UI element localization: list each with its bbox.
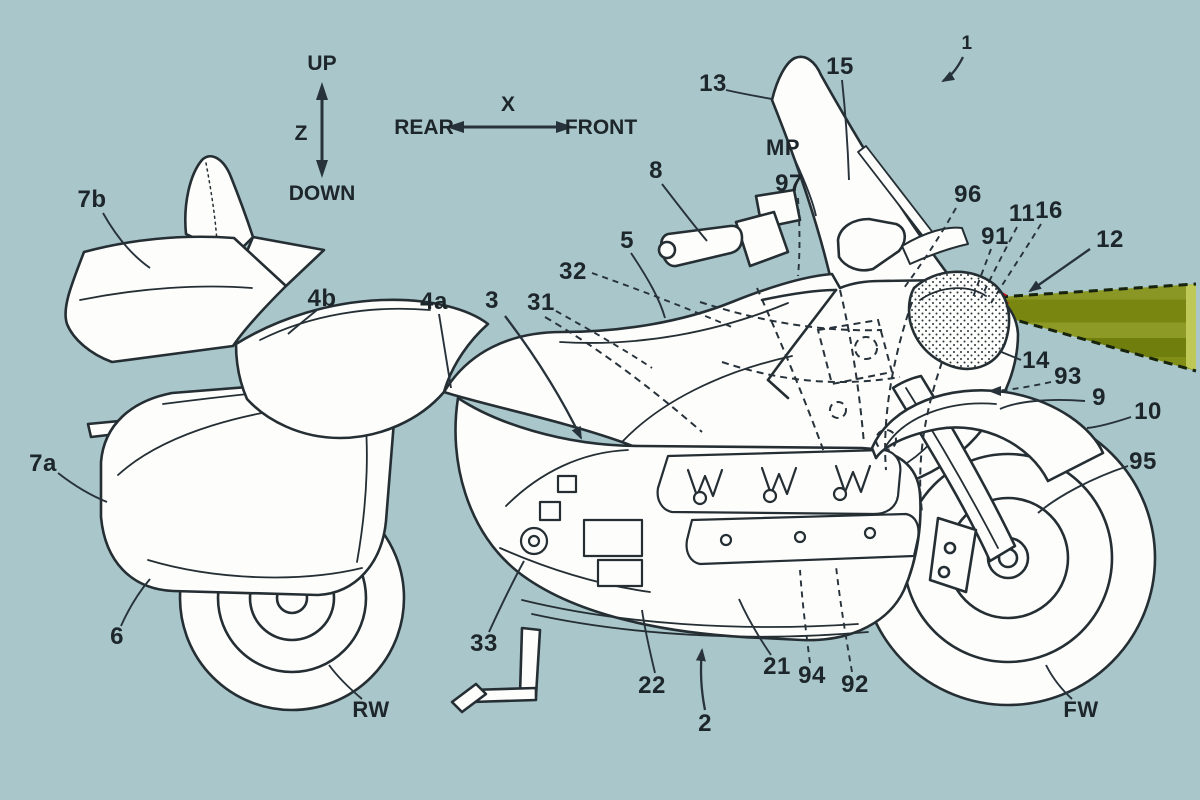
ref-label-4b: 4b xyxy=(307,285,337,312)
leader-lines xyxy=(57,56,1132,711)
ref-label-12: 12 xyxy=(1096,226,1124,253)
axis-label-up: UP xyxy=(307,52,336,75)
ref-label-11: 11 xyxy=(1008,200,1036,227)
ref-label-rw: RW xyxy=(352,697,390,722)
ref-label-97: 97 xyxy=(775,170,803,197)
beam-edge-highlight xyxy=(1186,284,1196,371)
ref-label-4a: 4a xyxy=(420,288,448,315)
ref-label-9: 9 xyxy=(1092,384,1106,411)
kickstand xyxy=(450,626,542,714)
ref-label-21: 21 xyxy=(763,653,791,680)
leader-lines-dashed xyxy=(555,197,1052,673)
ref-label-91: 91 xyxy=(981,223,1009,250)
ref-label-10: 10 xyxy=(1134,398,1162,425)
ref-label-14: 14 xyxy=(1022,347,1050,374)
headlight xyxy=(907,270,1011,371)
mirror xyxy=(836,217,906,272)
axis-label-z: Z xyxy=(295,122,308,145)
ref-label-3: 3 xyxy=(485,287,499,314)
ref-label-92: 92 xyxy=(841,671,869,698)
ref-label-fw: FW xyxy=(1063,697,1099,722)
engine xyxy=(519,448,920,588)
x-axis-arrow xyxy=(446,121,574,133)
ref-label-16: 16 xyxy=(1035,197,1063,224)
rear-trunk xyxy=(64,155,326,439)
ref-label-96: 96 xyxy=(954,181,982,208)
windshield xyxy=(770,55,969,297)
ref-label-95: 95 xyxy=(1129,448,1157,475)
ref-label-32: 32 xyxy=(559,258,587,285)
ref-label-5: 5 xyxy=(620,227,634,254)
ref-label-31: 31 xyxy=(527,289,555,316)
ref-label-6: 6 xyxy=(110,623,124,650)
axis-label-rear: REAR xyxy=(394,116,454,139)
front-fender xyxy=(870,388,1105,483)
ref-label-mp: MP xyxy=(766,135,800,160)
seat xyxy=(234,298,490,440)
axis-label-front: FRONT xyxy=(565,116,637,139)
ref-label-13: 13 xyxy=(699,70,727,97)
axis-label-down: DOWN xyxy=(289,182,356,205)
ref-label-7a: 7a xyxy=(29,450,57,477)
ref-label-7b: 7b xyxy=(77,186,107,213)
ref-label-22: 22 xyxy=(638,672,666,699)
axis-label-x: X xyxy=(501,93,515,116)
ref-label-93: 93 xyxy=(1054,363,1082,390)
ref-label-15: 15 xyxy=(826,53,854,80)
ref-label-2: 2 xyxy=(698,710,712,737)
z-axis-arrow xyxy=(316,82,328,178)
ref-label-33: 33 xyxy=(470,630,498,657)
axis-indicators: UP Z DOWN REAR X FRONT xyxy=(289,52,638,205)
ref-label-8: 8 xyxy=(649,157,663,184)
hidden-lines xyxy=(544,287,943,513)
ref-label-1: 1 xyxy=(961,33,973,54)
ref-label-94: 94 xyxy=(798,662,826,689)
handlebar xyxy=(657,188,802,268)
